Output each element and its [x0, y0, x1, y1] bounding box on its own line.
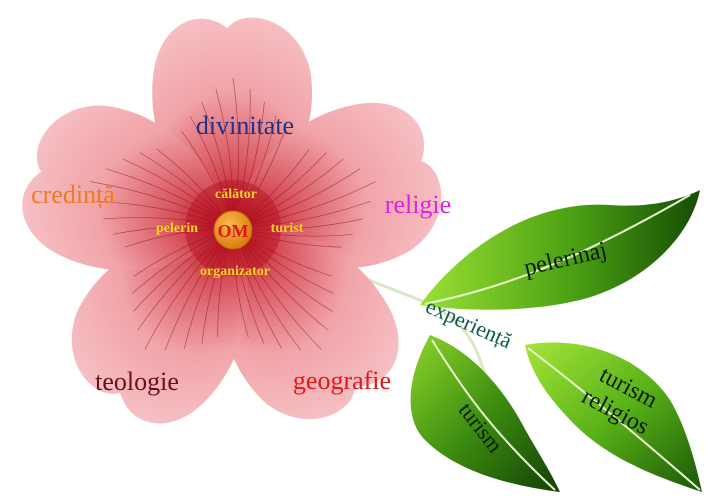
role-organizator: organizator: [200, 264, 270, 279]
petal-label-credinta: credință: [31, 180, 115, 209]
petal-label-teologie: teologie: [95, 367, 179, 396]
petal-label-geografie: geografie: [293, 366, 391, 395]
om-label: OM: [218, 221, 249, 241]
petal-label-religie: religie: [385, 190, 451, 219]
petal-label-divinitate: divinitate: [196, 111, 294, 140]
role-pelerin: pelerin: [156, 221, 198, 236]
role-turist: turist: [271, 221, 304, 236]
role-calator: călător: [215, 187, 257, 202]
